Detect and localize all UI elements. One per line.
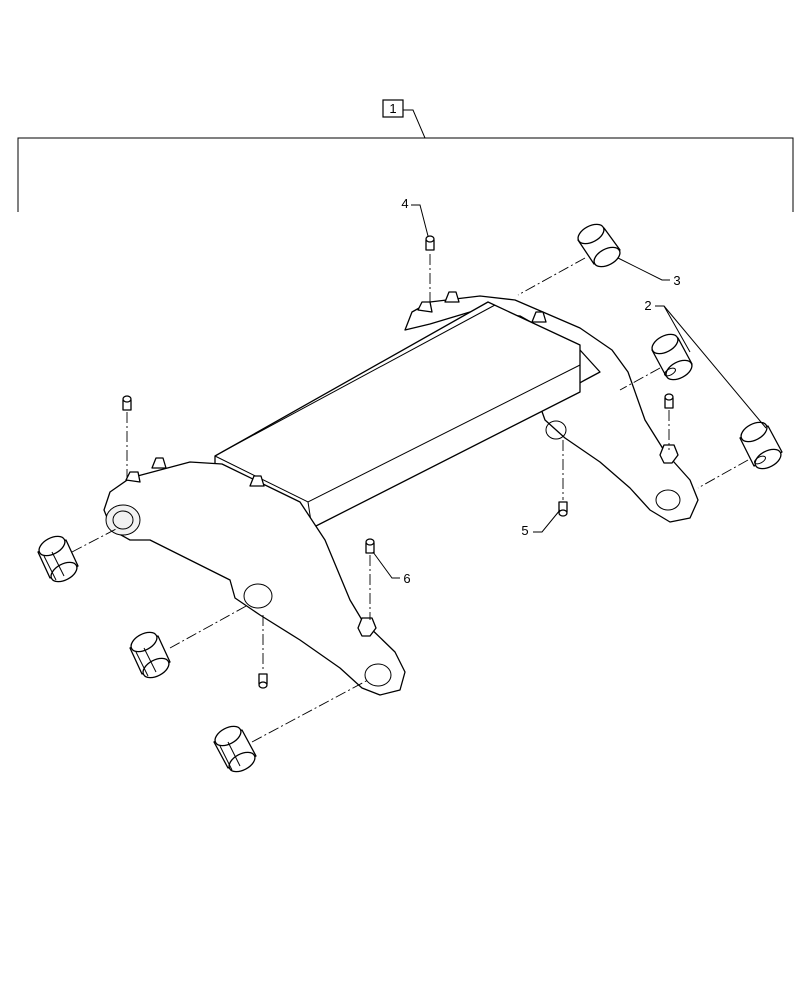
grease-boss <box>417 301 433 313</box>
lug <box>531 311 547 323</box>
callouts: 4 3 2 5 6 <box>372 196 767 586</box>
left-front-bore-inner <box>112 510 134 530</box>
centerline-bushing-left-mid <box>169 604 249 649</box>
grease-fitting <box>425 235 435 251</box>
left-side-plate <box>103 461 406 696</box>
callout-3-label: 3 <box>673 273 680 288</box>
bushing <box>651 333 693 381</box>
callout-6-leader <box>372 551 400 579</box>
assembly-bracket-line <box>17 137 794 212</box>
bushing <box>37 535 79 583</box>
grease-fitting <box>122 395 132 411</box>
callout-box-1 <box>382 99 404 118</box>
grease-fitting <box>558 501 568 517</box>
callout-2-label: 2 <box>644 298 651 313</box>
callout-4-label: 4 <box>401 196 408 211</box>
grease-fitting <box>258 673 268 689</box>
callout-5-label: 5 <box>521 523 528 538</box>
grease-boss <box>659 444 679 464</box>
grease-boss <box>125 471 141 483</box>
bushing <box>577 223 621 268</box>
right-mid-hole <box>545 420 567 440</box>
centerline-bushing-left-pivot <box>251 679 369 743</box>
loader-frame <box>103 291 699 696</box>
centerline-bushing-2a <box>619 367 661 391</box>
bushings <box>37 223 783 773</box>
grease-boss <box>357 617 377 637</box>
right-pivot-hole <box>655 489 681 511</box>
lug <box>249 475 265 487</box>
callout-6-label: 6 <box>403 571 410 586</box>
centerline-bushing-left-front <box>71 527 119 553</box>
bushing <box>739 421 783 470</box>
left-mid-hole <box>243 583 273 609</box>
grease-fittings <box>122 235 674 689</box>
crossmember-top-edge <box>221 304 496 453</box>
grease-fitting <box>664 393 674 409</box>
lug <box>444 291 460 303</box>
centerline-bushing-3 <box>517 257 586 296</box>
callout-3-leader <box>617 257 670 281</box>
right-side-plate <box>404 295 699 523</box>
callout-4-leader <box>411 204 429 237</box>
lug <box>151 457 167 469</box>
left-pivot-hole <box>364 663 392 687</box>
center-lines <box>71 254 749 743</box>
callout-1-leader <box>403 109 426 139</box>
callout-1-label: 1 <box>389 101 396 116</box>
bushing <box>129 631 171 679</box>
callout-2-leader-b <box>663 305 767 429</box>
grease-fitting <box>365 538 375 554</box>
centerline-bushing-2b <box>697 459 749 489</box>
bushing <box>213 725 257 773</box>
assembly-bracket: 1 <box>17 99 794 212</box>
left-front-bore <box>105 504 141 536</box>
callout-5-leader <box>533 509 561 533</box>
